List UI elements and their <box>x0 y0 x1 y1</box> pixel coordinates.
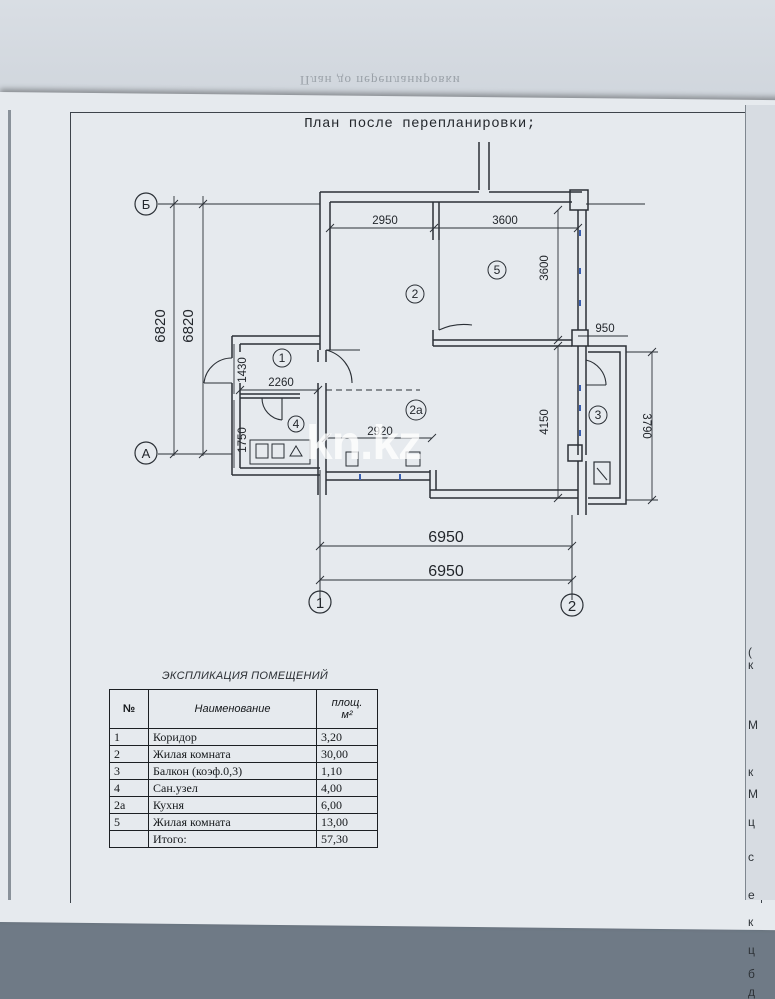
axis-bubbles <box>134 192 584 617</box>
axis-label-a: А <box>142 446 151 461</box>
axis-lines <box>158 203 645 600</box>
row-name: Жилая комната <box>148 745 317 763</box>
header-area-line2: м² <box>341 709 353 721</box>
room-label-3: 3 <box>595 408 602 422</box>
row-name: Сан.узел <box>148 779 317 797</box>
row-name: Балкон (коэф.0,3) <box>148 762 317 780</box>
strip-char: с <box>748 850 754 864</box>
floor-plan-drawing: Б А 1 2 2 1 2а 3 4 5 2950 3600 3600 950 … <box>134 142 658 617</box>
table-row: 4 Сан.узел 4,00 <box>109 779 378 797</box>
header-name: Наименование <box>148 689 317 729</box>
dimension-lines <box>169 196 658 585</box>
row-number: 3 <box>109 762 149 780</box>
strip-char: е <box>748 888 755 902</box>
dim-room5-height: 3600 <box>539 255 551 281</box>
row-number: 2а <box>109 796 149 814</box>
strip-char: к <box>748 658 754 672</box>
total-area: 57,30 <box>316 830 378 848</box>
outer-walls <box>231 142 589 515</box>
strip-char: ц <box>748 943 755 957</box>
row-area: 1,10 <box>316 762 378 780</box>
row-number: 5 <box>109 813 149 831</box>
balcony-outline <box>588 345 627 505</box>
previous-sheet: План до перепланировки <box>0 0 775 110</box>
room-label-5: 5 <box>494 263 501 277</box>
strip-char: М <box>748 718 758 732</box>
row-name: Жилая комната <box>148 813 317 831</box>
header-area: площ. м² <box>316 689 378 729</box>
header-area-line1: площ. <box>331 697 363 709</box>
strip-char: к <box>748 915 754 929</box>
dim-top-left: 2950 <box>372 215 398 227</box>
room-label-2: 2 <box>412 287 419 301</box>
dim-balcony-width: 950 <box>595 323 614 335</box>
total-number-cell <box>109 830 149 848</box>
room-label-1: 1 <box>279 351 286 365</box>
row-number: 2 <box>109 745 149 763</box>
row-number: 1 <box>109 728 149 746</box>
axis-label-2: 2 <box>568 598 576 615</box>
room-marker-circles <box>272 260 608 433</box>
total-label: Итого: <box>148 830 317 848</box>
strip-char: М <box>748 787 758 801</box>
dim-balcony-height: 3790 <box>640 413 652 439</box>
room-label-2a: 2а <box>409 403 423 417</box>
dim-overall-width-lower: 6950 <box>428 563 464 580</box>
row-area: 6,00 <box>316 796 378 814</box>
page-binding-edge <box>8 110 11 900</box>
table-total-row: Итого: 57,30 <box>109 830 378 848</box>
strip-char: ( <box>748 645 752 659</box>
row-name: Кухня <box>148 796 317 814</box>
row-area: 30,00 <box>316 745 378 763</box>
row-area: 3,20 <box>316 728 378 746</box>
strip-char: б <box>748 967 755 981</box>
table-row: 2 Жилая комната 30,00 <box>109 745 378 763</box>
dim-top-right: 3600 <box>492 215 518 227</box>
dim-overall-height-outer: 6820 <box>152 309 169 342</box>
dim-corridor-width: 2260 <box>268 377 294 389</box>
dim-overall-height-inner: 6820 <box>180 309 197 342</box>
table-row: 1 Коридор 3,20 <box>109 728 378 746</box>
door-swings <box>203 240 607 421</box>
axis-label-b: Б <box>142 197 151 212</box>
table-row: 5 Жилая комната 13,00 <box>109 813 378 831</box>
plan-title: План после перепланировки; <box>304 116 536 132</box>
axis-label-1: 1 <box>316 595 324 612</box>
table-row: 3 Балкон (коэф.0,3) 1,10 <box>109 762 378 780</box>
windows <box>359 230 581 480</box>
header-number: № <box>109 689 149 729</box>
table-header-row: № Наименование площ. м² <box>109 689 378 729</box>
dim-kitchen-width: 2920 <box>367 426 393 438</box>
dim-overall-width-upper: 6950 <box>428 529 464 546</box>
explication-table: № Наименование площ. м² 1 Коридор 3,20 2… <box>109 689 378 848</box>
site-watermark: kn.kz <box>306 417 422 470</box>
explication-title: ЭКСПЛИКАЦИЯ ПОМЕЩЕНИЙ <box>162 670 329 682</box>
strip-char: к <box>748 765 754 779</box>
strip-char: д <box>748 985 756 999</box>
strip-char: ц <box>748 815 755 829</box>
dim-right-height: 4150 <box>539 409 551 435</box>
room-label-4: 4 <box>293 417 300 431</box>
row-area: 13,00 <box>316 813 378 831</box>
dim-bath-height: 1750 <box>237 427 249 453</box>
bath-fixtures <box>249 439 421 467</box>
row-name: Коридор <box>148 728 317 746</box>
dim-corridor-height: 1430 <box>237 357 249 383</box>
table-row: 2а Кухня 6,00 <box>109 796 378 814</box>
row-number: 4 <box>109 779 149 797</box>
row-area: 4,00 <box>316 779 378 797</box>
